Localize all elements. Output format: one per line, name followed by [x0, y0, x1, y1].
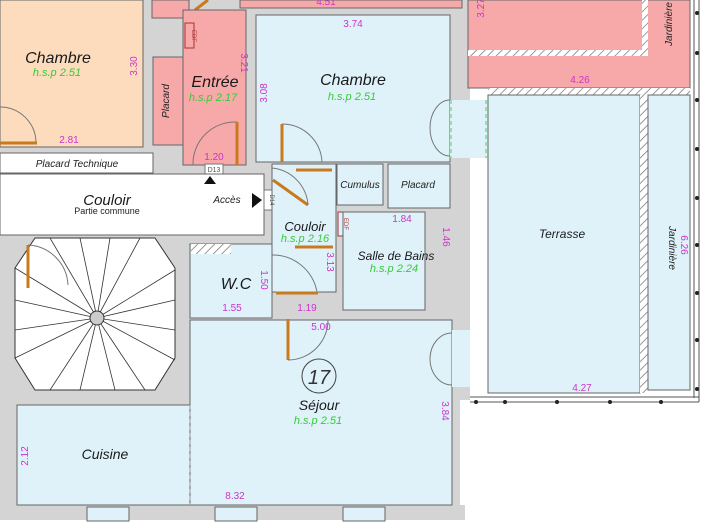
apartment-number: 17 — [308, 367, 331, 389]
dim-sdb-height: 1.46 — [440, 227, 451, 247]
dim-sejour-height: 3.84 — [439, 401, 450, 421]
hsp-entree: h.s.p 2.17 — [189, 92, 238, 104]
hsp-chambre-left: h.s.p 2.51 — [33, 67, 81, 79]
room-top — [239, 0, 463, 9]
label-salle-de-bains: Salle de Bains — [358, 249, 435, 263]
couloir-commun — [0, 173, 265, 236]
terrasse-jardiniere — [647, 94, 691, 391]
door-code-d14: D14 — [268, 194, 274, 206]
room-sejour — [189, 319, 453, 506]
label-chambre-right: Chambre — [320, 72, 386, 89]
labels: Chambre h.s.p 2.51 2.81 3.30 4.51 Entrée… — [20, 0, 689, 502]
room-placard — [387, 163, 451, 209]
label-chambre-left: Chambre — [25, 50, 91, 67]
label-partie-commune: Partie commune — [74, 206, 140, 216]
dim-terrasse-height: 6.26 — [678, 235, 689, 255]
label-cumulus: Cumulus — [340, 180, 379, 191]
railing-posts — [474, 11, 699, 404]
dim-pink-room-height: 3.27 — [476, 0, 487, 18]
label-terrasse: Terrasse — [539, 227, 586, 241]
edf-box — [184, 22, 195, 49]
hsp-salle-de-bains: h.s.p 2.24 — [370, 263, 418, 275]
label-couloir: Couloir — [284, 219, 326, 234]
room-cuisine — [16, 404, 191, 506]
dim-chambre-right-height: 3.08 — [259, 83, 270, 103]
dim-chambre-left-width: 2.81 — [59, 135, 79, 146]
dim-wc-height: 1.50 — [258, 270, 269, 290]
dim-wc-width: 1.55 — [222, 303, 242, 314]
entree-placard — [152, 56, 184, 146]
label-couloir-commun: Couloir — [83, 192, 132, 209]
dim-sdb-width: 1.84 — [392, 214, 412, 225]
room-terrasse — [487, 94, 641, 394]
label-cuisine: Cuisine — [82, 446, 129, 462]
dim-sejour-top: 5.00 — [311, 322, 331, 333]
hsp-chambre-right: h.s.p 2.51 — [328, 91, 376, 103]
dim-pink-room-width: 4.26 — [570, 75, 590, 86]
door-code-d13: D13 — [208, 167, 221, 174]
dim-couloir-height: 3.13 — [324, 252, 335, 272]
label-entree: Entrée — [191, 74, 238, 91]
access-arrow-up-icon — [204, 176, 216, 184]
label-edf-entree: EDF — [190, 30, 196, 42]
dim-terrasse-width: 4.27 — [572, 383, 592, 394]
label-placard: Placard — [401, 180, 435, 191]
access-arrow-right-icon — [252, 193, 262, 208]
dim-chambre-right-width: 3.74 — [343, 19, 363, 30]
room-chambre-left — [0, 0, 144, 148]
label-wc: W.C — [221, 276, 252, 293]
room-pink-right — [467, 0, 691, 89]
room-salle-de-bains — [342, 211, 426, 311]
label-edf-couloir: EDF — [342, 218, 348, 230]
dim-top-room: 4.51 — [316, 0, 336, 8]
dim-cuisine-height: 2.12 — [20, 446, 31, 466]
room-cumulus — [336, 163, 384, 206]
label-sejour: Séjour — [299, 397, 341, 413]
dim-couloir-width: 1.19 — [297, 303, 317, 314]
dim-chambre-left-height: 3.30 — [129, 56, 140, 76]
hsp-couloir: h.s.p 2.16 — [281, 233, 330, 245]
outside — [460, 400, 705, 531]
dim-entree-height: 3.21 — [238, 53, 249, 73]
placard-technique — [0, 152, 154, 174]
apartment-number-circle — [301, 358, 337, 394]
hsp-sejour: h.s.p 2.51 — [294, 415, 342, 427]
label-acces: Accès — [212, 195, 240, 206]
label-jardiniere-top: Jardinière — [664, 2, 675, 47]
dim-sejour-bottom: 8.32 — [225, 491, 245, 502]
label-placard-technique: Placard Technique — [36, 159, 119, 170]
room-chambre-right — [255, 14, 451, 163]
dim-entree-door: 1.20 — [204, 152, 224, 163]
label-jardiniere-right: Jardinière — [666, 225, 677, 270]
label-entree-placard: Placard — [161, 84, 172, 118]
room-top-small — [151, 0, 190, 19]
